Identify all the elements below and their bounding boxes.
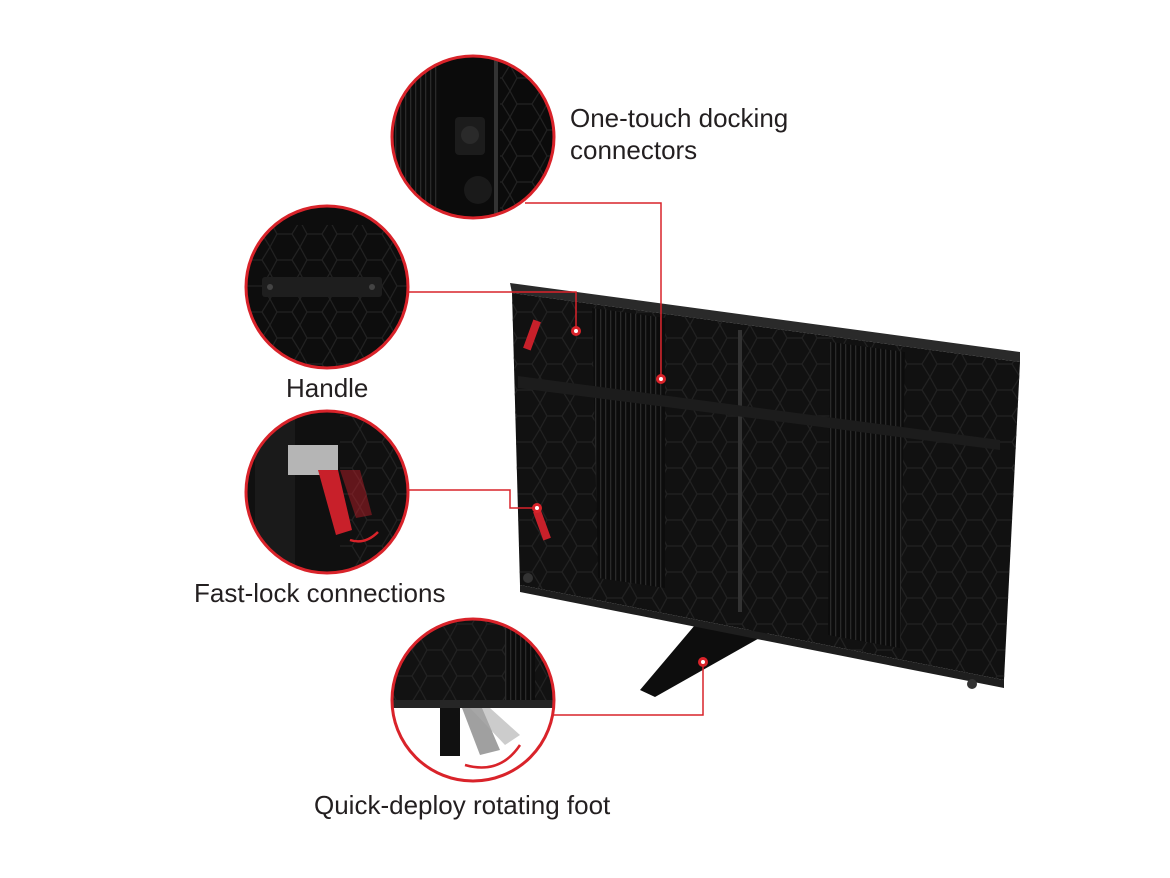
fast-lock-detail [244,409,410,575]
handle-label: Handle [286,373,369,403]
docking-label-line1: One-touch docking [570,103,789,133]
leader-lines [409,202,704,716]
docking-connectors-label: One-touch docking connectors [570,102,788,166]
fast-lock-label: Fast-lock connections [194,578,446,608]
docking-connector-detail [390,54,556,220]
callout-dots [532,326,708,667]
rotating-foot-label: Quick-deploy rotating foot [314,790,611,820]
handle-detail [244,204,410,370]
rotating-foot-detail [390,617,556,783]
docking-label-line2: connectors [570,135,698,165]
led-cabinet [510,283,1020,689]
